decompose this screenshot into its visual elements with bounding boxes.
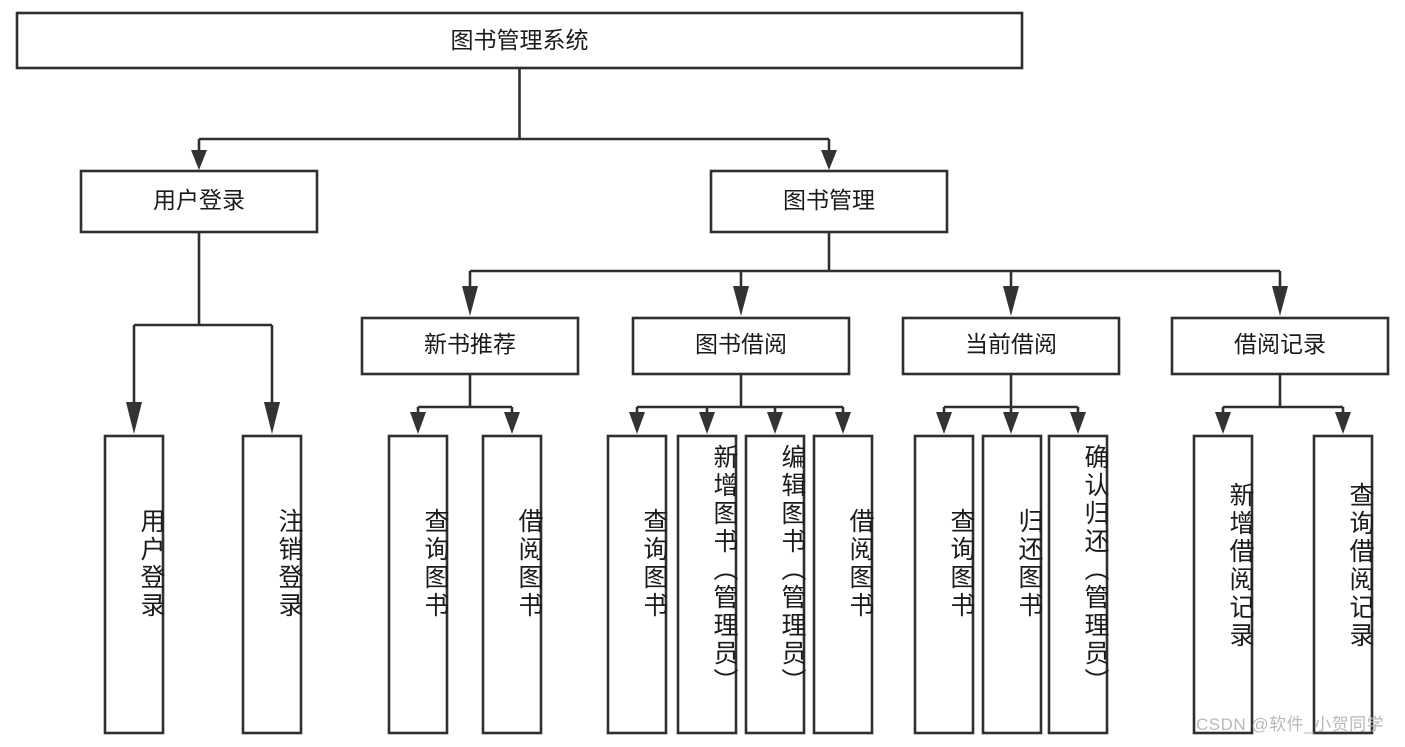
node-new-book-recommend-label: 新书推荐 xyxy=(424,331,516,357)
node-book-borrow-box[interactable] xyxy=(631,316,851,376)
node-leaf-query-book-borrow-box[interactable] xyxy=(606,434,668,735)
node-current-borrow[interactable]: 当前借阅 xyxy=(901,316,1121,376)
node-borrow-record-box[interactable] xyxy=(1170,316,1390,376)
arrow-to-leaf-add-book-admin xyxy=(699,412,715,434)
node-leaf-return-book-box[interactable] xyxy=(981,434,1043,735)
node-book-manage-box[interactable] xyxy=(709,169,949,234)
node-leaf-confirm-return-admin-box[interactable] xyxy=(1047,434,1109,735)
arrow-to-leaf-confirm-return-admin xyxy=(1070,412,1086,434)
arrow-to-borrow-record xyxy=(1272,286,1288,316)
node-new-book-recommend[interactable]: 新书推荐 xyxy=(360,316,580,376)
arrow-to-leaf-query-book-recommend xyxy=(410,412,426,434)
node-layer: 图书管理系统 用户登录 图书管理 新书推荐 图书借阅 当前 xyxy=(15,11,1390,735)
node-current-borrow-label: 当前借阅 xyxy=(965,331,1057,357)
arrow-to-leaf-query-book-current xyxy=(936,412,952,434)
node-leaf-query-book-current-box[interactable] xyxy=(913,434,975,735)
node-borrow-record[interactable]: 借阅记录 xyxy=(1170,316,1390,376)
node-user-login[interactable]: 用户登录 xyxy=(79,169,319,234)
node-book-manage-label: 图书管理 xyxy=(783,187,875,213)
arrow-to-leaf-borrow-book xyxy=(835,412,851,434)
node-book-borrow-label: 图书借阅 xyxy=(695,331,787,357)
node-borrow-record-label: 借阅记录 xyxy=(1234,331,1326,357)
node-book-borrow[interactable]: 图书借阅 xyxy=(631,316,851,376)
arrow-to-leaf-return-book xyxy=(1003,412,1019,434)
arrow-to-leaf-edit-book-admin xyxy=(767,412,783,434)
arrow-to-new-book-recommend xyxy=(462,286,478,316)
arrow-to-leaf-user-logout xyxy=(264,402,280,434)
node-leaf-add-book-admin-box[interactable] xyxy=(676,434,738,735)
node-user-login-box[interactable] xyxy=(79,169,319,234)
node-root-label: 图书管理系统 xyxy=(451,27,589,53)
arrow-to-book-borrow xyxy=(733,286,749,316)
arrow-to-leaf-user-login xyxy=(126,402,142,434)
arrow-to-user-login xyxy=(191,150,207,170)
node-leaf-borrow-book-recommend-box[interactable] xyxy=(481,434,543,735)
arrow-to-book-manage xyxy=(821,150,837,170)
node-root-box[interactable] xyxy=(15,11,1024,70)
arrow-to-leaf-borrow-book-recommend xyxy=(504,412,520,434)
arrow-to-leaf-add-borrow-record xyxy=(1215,412,1231,434)
node-root[interactable]: 图书管理系统 xyxy=(15,11,1024,70)
arrow-to-current-borrow xyxy=(1003,286,1019,316)
connector-layer xyxy=(126,68,1351,434)
node-leaf-user-login-box[interactable] xyxy=(103,434,165,735)
node-leaf-add-borrow-record-box[interactable] xyxy=(1192,434,1254,735)
arrow-to-leaf-query-book-borrow xyxy=(629,412,645,434)
node-leaf-edit-book-admin-box[interactable] xyxy=(744,434,806,735)
node-leaf-user-logout-box[interactable] xyxy=(241,434,303,735)
node-leaf-query-borrow-record-box[interactable] xyxy=(1312,434,1374,735)
node-user-login-label: 用户登录 xyxy=(153,187,245,213)
node-book-manage[interactable]: 图书管理 xyxy=(709,169,949,234)
arrow-to-leaf-query-borrow-record xyxy=(1335,412,1351,434)
csdn-watermark: CSDN @软件_小贺同学 xyxy=(1196,715,1385,734)
node-leaf-query-book-recommend-box[interactable] xyxy=(387,434,449,735)
node-leaf-borrow-book-box[interactable] xyxy=(812,434,874,735)
node-new-book-recommend-box[interactable] xyxy=(360,316,580,376)
node-current-borrow-box[interactable] xyxy=(901,316,1121,376)
